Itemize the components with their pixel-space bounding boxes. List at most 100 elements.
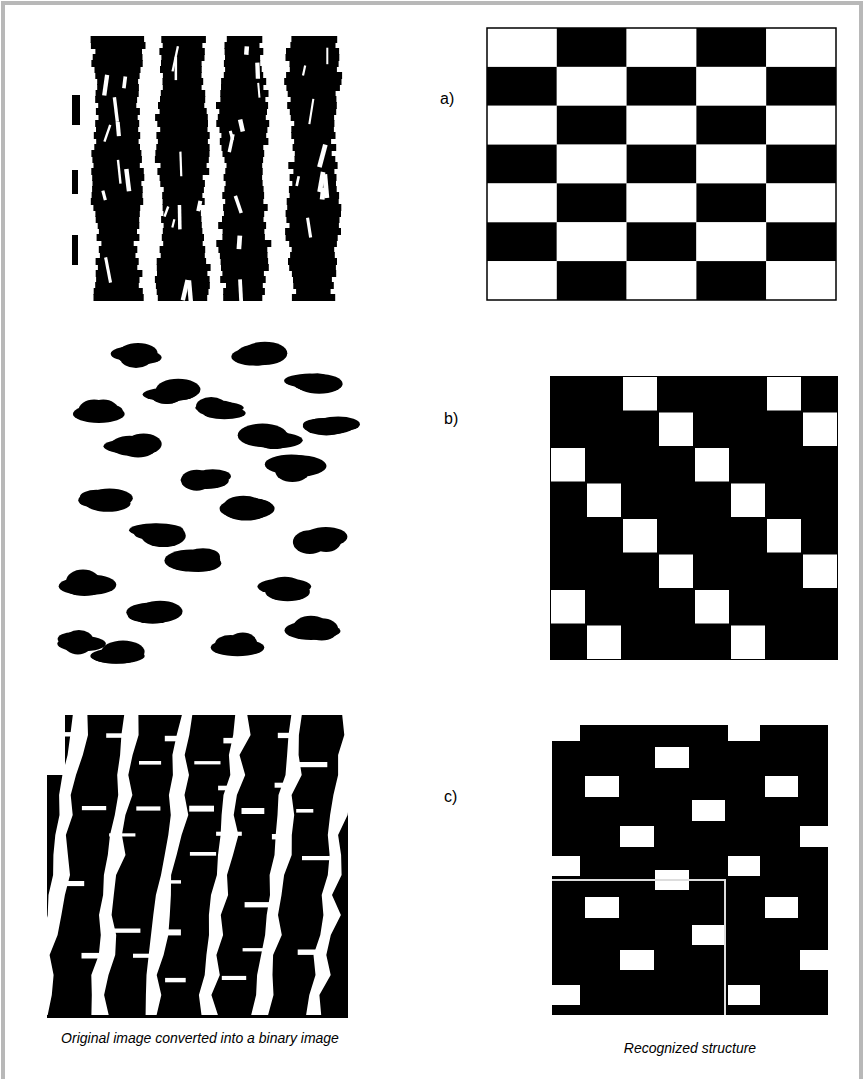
binary-streak [306, 218, 312, 238]
binary-blob [157, 258, 206, 265]
binary-streak [302, 856, 330, 860]
weave-ground [550, 376, 838, 660]
binary-streak [298, 950, 324, 955]
binary-blob [222, 270, 264, 277]
binary-blob [286, 72, 342, 79]
binary-streak [196, 201, 202, 212]
binary-blob [221, 84, 263, 91]
binary-blob [291, 114, 334, 121]
binary-blob [160, 66, 202, 73]
weave-cell [552, 856, 580, 876]
binary-blob [92, 174, 144, 181]
weave-cell [487, 183, 557, 222]
binary-streak [317, 144, 328, 168]
binary-blob [296, 374, 343, 394]
binary-blob [72, 170, 78, 194]
binary-blob [290, 222, 339, 229]
binary-blob [219, 108, 267, 115]
weave-cell [692, 800, 725, 821]
binary-blob [221, 258, 269, 265]
binary-streak [171, 46, 179, 72]
weave-cell [692, 925, 725, 945]
weave-cell [800, 826, 828, 847]
binary-blob [129, 523, 183, 537]
binary-blob [118, 350, 161, 364]
binary-blob [294, 120, 334, 127]
binary-blob [163, 84, 202, 91]
binary-blob [290, 42, 335, 49]
binary-blob [96, 216, 140, 223]
binary-blob [94, 162, 140, 169]
weave-cell [766, 261, 836, 300]
binary-blob [223, 228, 265, 235]
binary-blob [93, 404, 123, 416]
binary-blob [292, 246, 335, 253]
binary-streak [317, 172, 325, 193]
panel-label: a) [440, 90, 454, 108]
binary-blob [271, 455, 327, 476]
binary-blob [222, 192, 264, 199]
binary-blob [290, 252, 335, 259]
binary-streak [296, 809, 313, 813]
binary-blob [163, 240, 203, 247]
binary-streak [133, 954, 159, 958]
weave-cell [627, 28, 697, 67]
binary-blob [227, 162, 263, 169]
binary-streak [163, 206, 169, 217]
binary-blob [257, 429, 291, 449]
weave-cell [487, 67, 557, 106]
binary-blob [163, 210, 201, 217]
binary-blob [289, 240, 337, 247]
binary-blob [156, 132, 209, 139]
binary-blob [95, 210, 139, 217]
binary-blob [104, 439, 156, 453]
binary-blob [211, 639, 265, 656]
binary-streak [242, 808, 265, 814]
binary-blob [157, 168, 209, 175]
weave-cell [557, 106, 627, 145]
binary-blob [162, 192, 202, 199]
weave-cell [487, 261, 557, 300]
binary-blob [96, 90, 139, 97]
binary-blob [196, 397, 226, 416]
binary-blob [287, 198, 339, 205]
binary-blob [91, 150, 141, 157]
weave-cell [627, 183, 697, 222]
binary-blob [257, 579, 311, 595]
binary-blob [293, 276, 332, 283]
binary-streak [223, 738, 243, 744]
binary-blob [288, 258, 337, 265]
binary-streak [255, 63, 260, 79]
binary-blob [286, 54, 340, 61]
binary-blob [163, 72, 202, 79]
binary-blob [57, 636, 106, 651]
binary-blob [289, 264, 336, 271]
binary-streak [165, 736, 183, 742]
binary-streak [229, 130, 234, 140]
binary-streak [278, 733, 294, 738]
binary-blob [93, 54, 143, 61]
weave-cell [557, 145, 627, 184]
binary-streak [238, 279, 243, 303]
weave-cell [731, 484, 765, 518]
binary-streak [103, 125, 111, 143]
weave-cell [766, 106, 836, 145]
binary-blob [222, 234, 265, 241]
weave-cell [696, 222, 766, 261]
weave-cell [728, 725, 760, 741]
binary-blob [220, 276, 266, 283]
binary-ground [47, 715, 348, 1018]
binary-blob [243, 347, 274, 365]
binary-blob [292, 270, 336, 277]
weave-pattern-a [487, 28, 836, 300]
weave-cell [587, 626, 621, 660]
binary-blob [223, 288, 265, 295]
binary-blob [72, 235, 78, 265]
repeat-outline [552, 880, 725, 1015]
binary-blob [158, 138, 208, 145]
binary-blob [222, 144, 264, 151]
binary-streak [244, 46, 249, 55]
binary-streak [117, 160, 122, 184]
binary-blob [288, 162, 337, 169]
